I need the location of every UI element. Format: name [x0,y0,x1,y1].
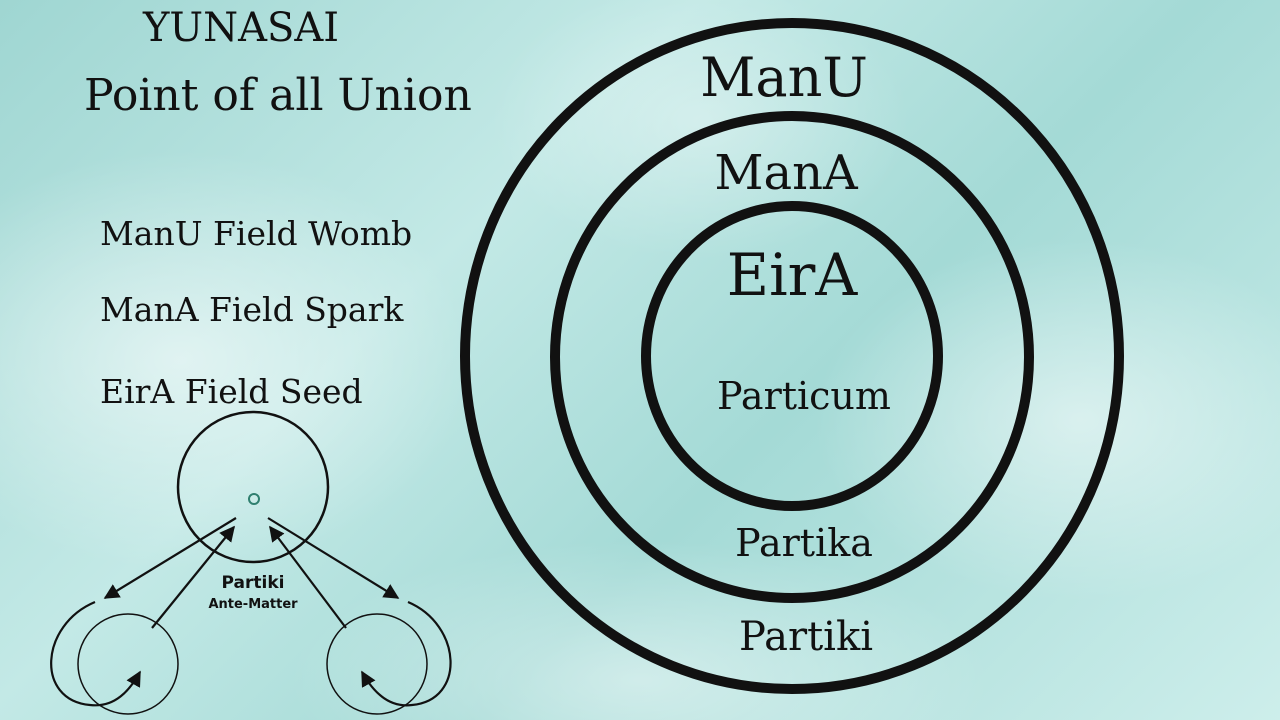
field-label-eira: EirA Field Seed [100,372,363,411]
ring-label-partika: Partika [735,521,873,565]
mini-left-circle [77,613,179,715]
arrow-center-to-right [267,517,400,599]
mini-diagram-label: Partiki [221,573,285,593]
arrow-center-to-left [103,517,237,599]
page-title: YUNASAI [143,5,340,51]
ring-label-mana: ManA [714,145,858,201]
mini-diagram-sublabel: Ante-Matter [208,597,298,612]
ring-label-particum: Particum [717,374,891,418]
page-subtitle: Point of all Union [84,70,472,121]
field-label-manu: ManU Field Womb [100,214,413,253]
arrow-right-to-center [269,525,347,629]
middle-ring-mana [550,111,1034,603]
right-curved-arrow [361,600,452,707]
inner-ring-eira [641,201,943,511]
mini-top-circle [176,410,330,564]
arrow-left-to-center [151,525,235,629]
ring-label-partiki: Partiki [739,614,873,660]
left-curved-arrow [50,600,141,707]
mini-center-dot [248,493,260,505]
outer-ring-manu [460,18,1124,694]
field-label-mana: ManA Field Spark [100,290,404,329]
mini-right-circle [326,613,428,715]
ring-label-eira: EirA [726,241,858,309]
ring-label-manu: ManU [700,46,868,109]
